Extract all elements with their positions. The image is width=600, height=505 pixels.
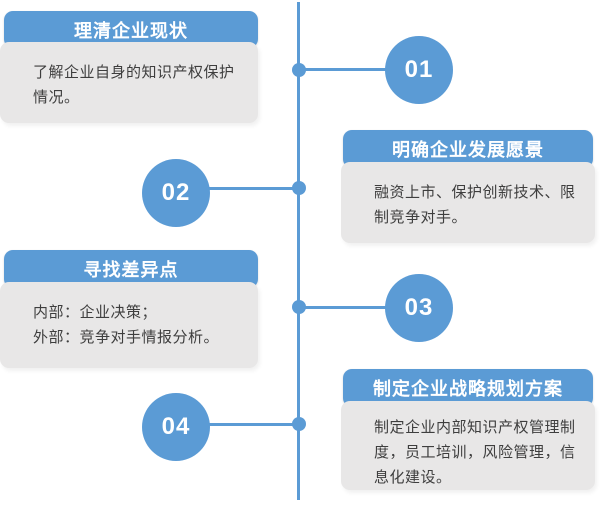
step-2-connector-line bbox=[176, 187, 300, 190]
step-4-title: 制定企业战略规划方案 bbox=[373, 379, 563, 399]
step-1-number-badge: 01 bbox=[385, 36, 453, 104]
step-3-description: 内部：企业决策； 外部：竞争对手情报分析。 bbox=[0, 282, 258, 368]
step-4-number-badge: 04 bbox=[142, 393, 210, 461]
step-1-title-bar: 理清企业现状 bbox=[4, 11, 258, 48]
step-2-axis-dot bbox=[292, 181, 306, 195]
step-2-title-bar: 明确企业发展愿景 bbox=[343, 130, 593, 168]
step-3-connector-line bbox=[299, 306, 420, 309]
step-3-card: 寻找差异点 内部：企业决策； 外部：竞争对手情报分析。 bbox=[0, 250, 258, 368]
step-3-number-badge: 03 bbox=[385, 274, 453, 342]
step-2-description: 融资上市、保护创新技术、限 制竞争对手。 bbox=[341, 162, 595, 243]
step-4-connector-line bbox=[176, 423, 300, 426]
step-3-title: 寻找差异点 bbox=[83, 260, 179, 280]
step-1-axis-dot bbox=[292, 63, 306, 77]
step-3-axis-dot bbox=[292, 300, 306, 314]
step-1-number: 01 bbox=[404, 56, 434, 83]
step-4-card: 制定企业战略规划方案 制定企业内部知识产权管理制 度，员工培训，风险管理，信 息… bbox=[341, 369, 595, 490]
timeline-axis-line bbox=[297, 2, 300, 500]
step-1-description: 了解企业自身的知识产权保护 情况。 bbox=[0, 42, 258, 123]
step-2-title: 明确企业发展愿景 bbox=[392, 140, 544, 160]
step-1-title: 理清企业现状 bbox=[74, 20, 188, 41]
step-2-card: 明确企业发展愿景 融资上市、保护创新技术、限 制竞争对手。 bbox=[341, 130, 595, 243]
step-4-title-bar: 制定企业战略规划方案 bbox=[343, 369, 593, 407]
step-1-card: 理清企业现状 了解企业自身的知识产权保护 情况。 bbox=[0, 11, 258, 123]
step-3-number: 03 bbox=[404, 294, 434, 321]
step-4-description: 制定企业内部知识产权管理制 度，员工培训，风险管理，信 息化建设。 bbox=[341, 401, 595, 490]
step-2-number-badge: 02 bbox=[142, 159, 210, 227]
step-3-title-bar: 寻找差异点 bbox=[4, 250, 258, 288]
step-4-axis-dot bbox=[292, 417, 306, 431]
step-2-number: 02 bbox=[161, 179, 191, 206]
step-1-connector-line bbox=[299, 68, 420, 71]
step-4-number: 04 bbox=[161, 413, 191, 440]
